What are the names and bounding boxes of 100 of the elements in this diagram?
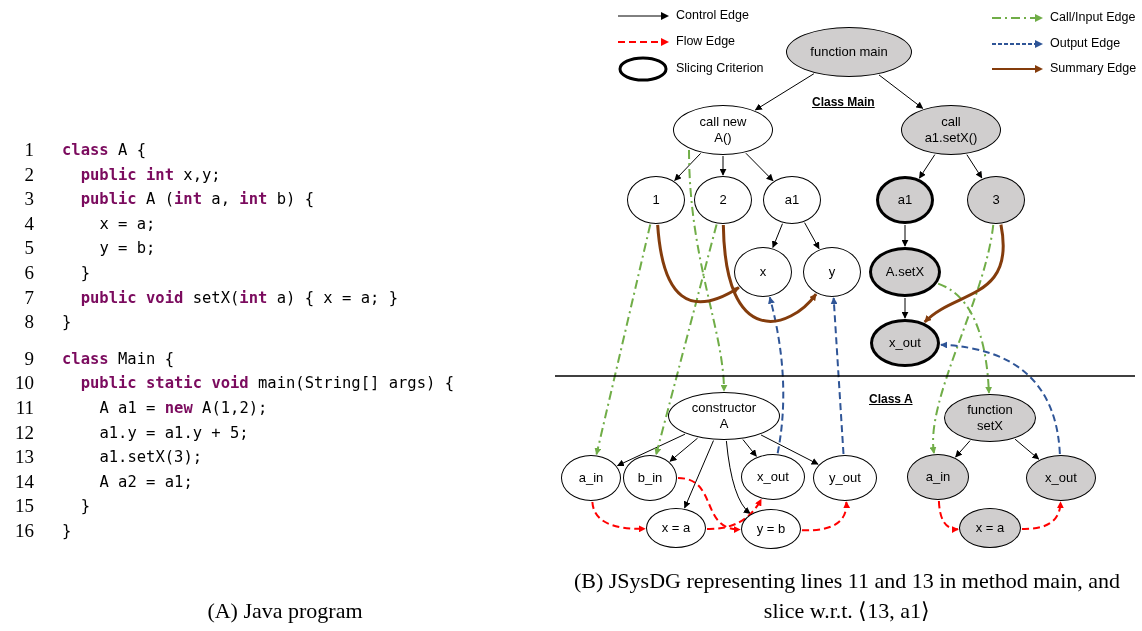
- node-label: a_in: [925, 469, 951, 485]
- arrow: [901, 224, 909, 247]
- arrow: [591, 501, 646, 533]
- arrow: [878, 74, 924, 109]
- code-line: public static void main(String[] args) {: [80, 374, 454, 393]
- line-number: 16: [14, 520, 34, 542]
- legend-label: Flow Edge: [676, 34, 736, 48]
- code-line: a1.y = a1.y + 5;: [99, 423, 249, 442]
- arrow: [937, 500, 960, 533]
- arrow: [901, 297, 909, 319]
- code-line: }: [62, 522, 72, 540]
- code-line: }: [62, 313, 72, 332]
- ellipse-node: [959, 508, 1021, 548]
- node-label: function main: [809, 44, 889, 60]
- caption: (B) JSysDG representing lines 11 and 13 in method main, and slice w.r.t. ⟨13, a1⟩: [572, 567, 1121, 625]
- arrow: [705, 498, 763, 530]
- arrow: [721, 224, 818, 323]
- code-line: public int x,y;: [80, 165, 221, 184]
- node-label: call a1.setX(): [923, 114, 979, 146]
- code-line: class Main {: [62, 349, 174, 368]
- line-number: 6: [23, 262, 34, 284]
- node-label: a1: [897, 192, 913, 208]
- line-number: 8: [23, 311, 34, 334]
- arrow: [804, 222, 820, 250]
- node-label: x_out: [1045, 470, 1077, 486]
- node-label: function setX: [966, 402, 1014, 434]
- arrow: [918, 154, 936, 179]
- arrow: [594, 223, 652, 456]
- arrow: [1020, 501, 1064, 530]
- code-line: A a1 = new A(1,2);: [99, 399, 268, 417]
- line-number: 4: [23, 212, 34, 235]
- code-line: }: [80, 264, 91, 282]
- line-number: 9: [23, 347, 34, 370]
- arrow: [754, 73, 815, 111]
- arrow: [654, 223, 718, 456]
- node-label: 2: [719, 192, 727, 208]
- ellipse-node: [561, 455, 621, 501]
- class-heading: Class Main: [812, 95, 875, 109]
- node-label: x = a: [975, 520, 1005, 536]
- ellipse-node: [741, 509, 801, 549]
- ellipse-node: [623, 455, 677, 501]
- code-line: a1.setX(3);: [99, 448, 203, 467]
- line-number: 5: [23, 237, 34, 260]
- arrow: [616, 433, 686, 467]
- node-label: a1: [784, 192, 800, 208]
- ellipse-node: [869, 247, 941, 297]
- node-label: y_out: [829, 470, 861, 486]
- ellipse-node: [876, 176, 934, 224]
- line-number: 13: [14, 446, 34, 469]
- line-number: 2: [23, 163, 34, 186]
- legend-label: Output Edge: [1050, 36, 1121, 50]
- code-line: public void setX(int a) { x = a; }: [80, 288, 398, 307]
- node-label: constructor A: [690, 400, 758, 432]
- arrow: [725, 440, 751, 514]
- code-line: y = b;: [99, 239, 156, 258]
- code-line: public A (int a, int b) {: [80, 190, 314, 209]
- node-label: y = b: [756, 521, 786, 537]
- line-number: 12: [14, 421, 34, 444]
- code-line: x = a;: [99, 214, 156, 233]
- ellipse-node: [646, 508, 706, 548]
- arrow: [923, 224, 1005, 324]
- arrow: [742, 439, 757, 457]
- ellipse-node: [741, 454, 805, 500]
- arrow: [669, 437, 699, 462]
- legend-label: Control Edge: [676, 8, 749, 22]
- ellipse-node: [694, 176, 752, 224]
- arrow: [1014, 438, 1040, 460]
- node-label: A.setX: [885, 264, 925, 280]
- arrow: [830, 296, 845, 456]
- legend-label: Slicing Criterion: [676, 61, 764, 75]
- ellipse-node: [668, 392, 780, 440]
- line-number: 7: [23, 286, 34, 309]
- node-label: x_out: [889, 335, 921, 351]
- line-number: 3: [23, 188, 34, 211]
- arrow: [937, 282, 993, 394]
- node-label: 3: [992, 192, 1000, 208]
- node-label: 1: [652, 192, 660, 208]
- ellipse-node: [734, 247, 792, 297]
- node-label: x: [759, 264, 767, 280]
- node-label: x = a: [661, 520, 691, 536]
- ellipse-node: [627, 176, 685, 224]
- node-label: call new A(): [698, 114, 748, 146]
- ellipse-node: [944, 394, 1036, 442]
- legend-label: Call/Input Edge: [1050, 10, 1136, 24]
- line-number: 11: [14, 397, 34, 419]
- line-number: 1: [23, 139, 34, 161]
- code-line: A a2 = a1;: [99, 472, 193, 491]
- ellipse-node: [763, 176, 821, 224]
- arrow: [719, 155, 727, 176]
- caption: (A) Java program: [206, 598, 364, 624]
- arrow: [955, 440, 971, 458]
- node-label: a_in: [578, 470, 604, 486]
- arrow: [800, 501, 850, 532]
- line-number: 10: [14, 372, 34, 395]
- arrow: [688, 149, 728, 392]
- node-label: y: [828, 264, 836, 280]
- arrow: [772, 223, 783, 249]
- ellipse-node: [967, 176, 1025, 224]
- node-label: x_out: [757, 469, 789, 485]
- arrow: [677, 477, 741, 533]
